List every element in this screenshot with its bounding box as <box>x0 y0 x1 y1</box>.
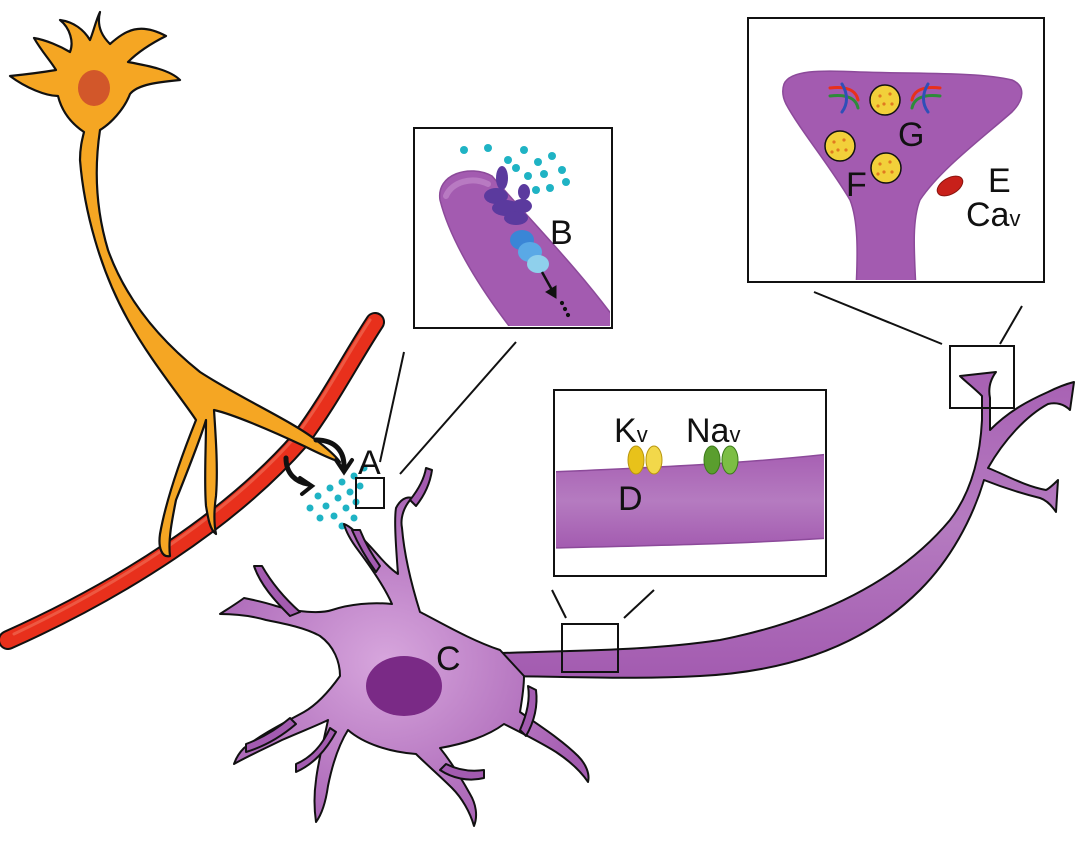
kv-channel-icon <box>627 445 663 475</box>
label-nav: Nav <box>686 412 740 450</box>
label-b: B <box>550 214 573 252</box>
zoom-box-a <box>355 477 385 509</box>
label-g: G <box>898 116 924 154</box>
neuron <box>219 371 1075 827</box>
label-cav: Cav <box>966 196 1020 234</box>
zoom-box-terminal <box>949 345 1015 409</box>
flow-arrow <box>540 271 571 318</box>
release-arrows <box>283 437 354 496</box>
label-f: F <box>846 166 867 204</box>
label-kv: Kv <box>614 412 648 450</box>
astrocyte <box>8 10 342 558</box>
snare-complex-icon <box>828 82 942 114</box>
label-a: A <box>358 444 381 482</box>
inset-axon <box>553 389 827 577</box>
label-d: D <box>618 480 643 518</box>
inset-receptor <box>413 127 613 329</box>
blood-vessel <box>0 312 385 650</box>
transmitter-dots-a <box>306 464 368 530</box>
cav-channel-icon <box>936 175 964 197</box>
label-c: C <box>436 640 461 678</box>
inset-terminal <box>747 17 1045 283</box>
transmitter-dots-b <box>460 144 570 194</box>
transporter-icon <box>510 230 549 273</box>
astrocyte-nucleus <box>78 70 110 106</box>
receptor-icon <box>484 166 532 225</box>
neuron-nucleus <box>366 656 442 716</box>
nav-channel-icon <box>703 445 739 475</box>
label-e: E <box>988 162 1011 200</box>
zoom-markers <box>355 291 1023 673</box>
zoom-box-axon <box>561 623 619 673</box>
vesicle-contents <box>830 92 894 176</box>
